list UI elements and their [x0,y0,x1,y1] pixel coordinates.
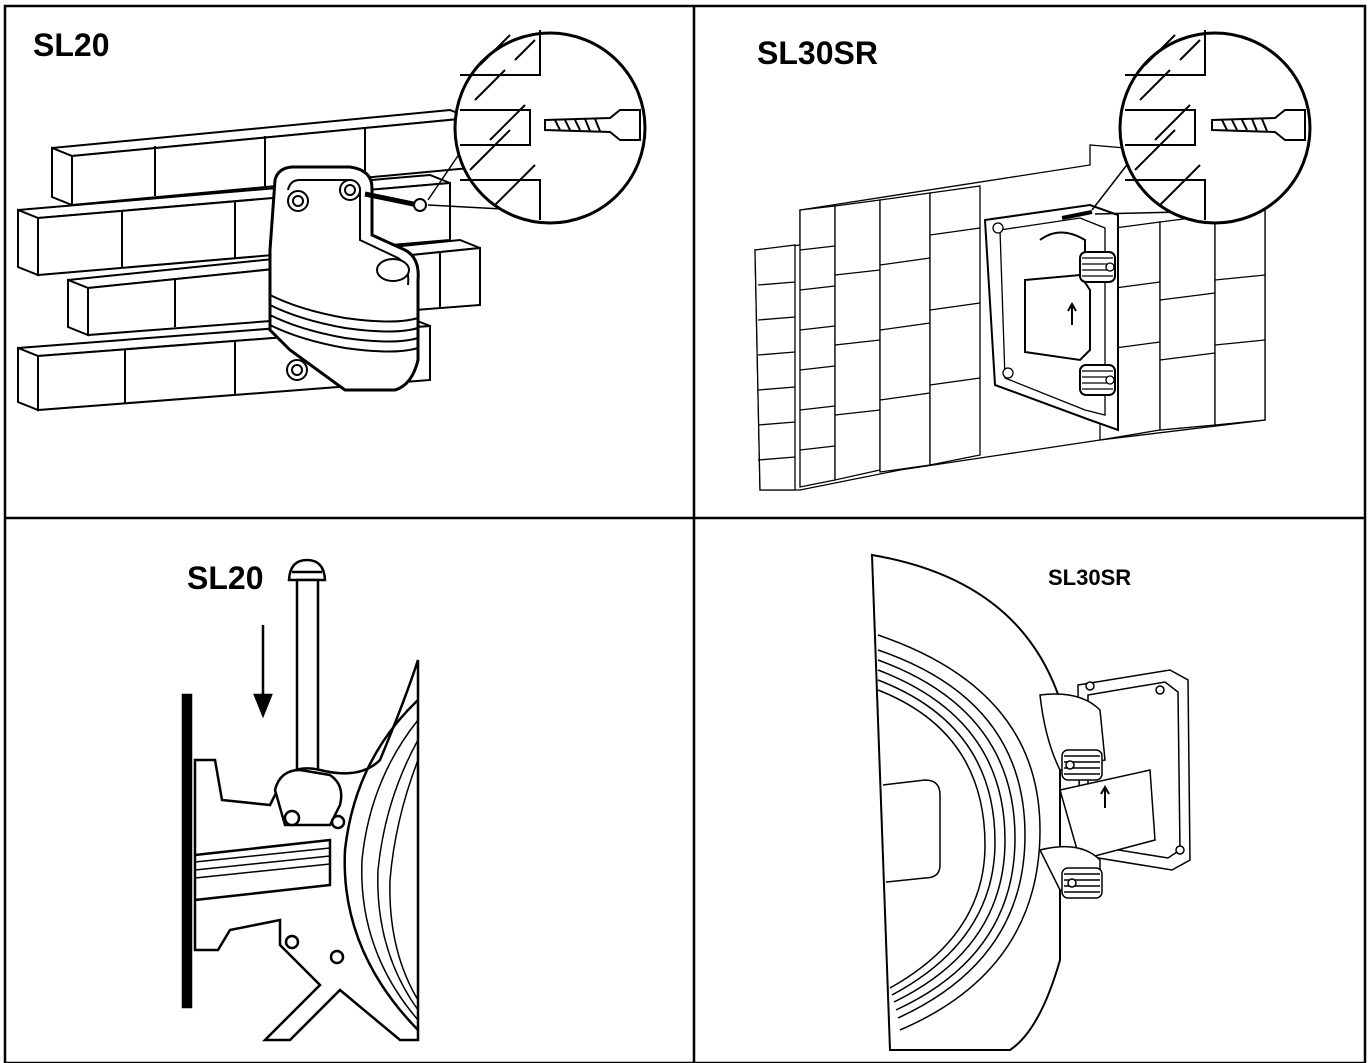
bracket-attach-icon [870,553,1191,1051]
bolt-insert-icon [181,558,420,1042]
panel-title: SL30SR [1048,565,1132,590]
panel-title: SL20 [187,560,264,596]
panel-title: SL30SR [757,35,878,71]
panel-sl30sr-bracket-attach: SL30SR [695,519,1365,1063]
wall-drill-icon [17,30,647,412]
panel-sl30sr-wall-drill: SL30SR [695,7,1365,517]
panel-sl20-bolt-insert: SL20 [6,519,693,1063]
panel-sl20-wall-drill: SL20 [6,7,693,517]
panel-title: SL20 [33,27,110,63]
wall-drill-icon [754,30,1312,491]
